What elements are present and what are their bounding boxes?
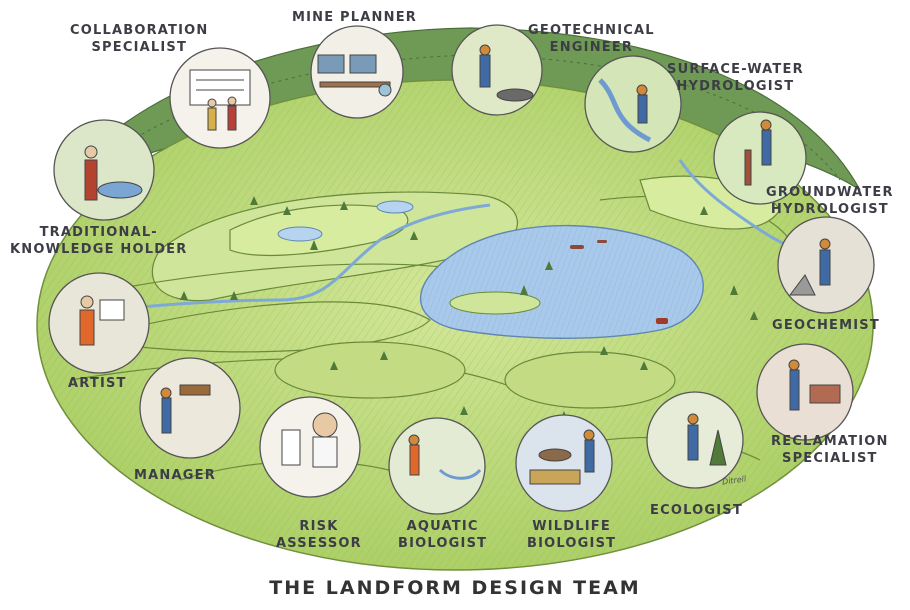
vignette-reclamation-specialist xyxy=(756,343,854,441)
vignette-surface-water-hydrologist xyxy=(584,55,682,153)
label-traditional-knowledge-holder: TRADITIONAL- KNOWLEDGE HOLDER xyxy=(10,225,188,257)
label-risk-assessor: RISK ASSESSOR xyxy=(276,519,362,551)
vignette-artist xyxy=(48,272,150,374)
label-groundwater-hydrologist: GROUNDWATER HYDROLOGIST xyxy=(766,185,894,217)
vignette-manager xyxy=(139,357,241,459)
vignette-groundwater-hydrologist xyxy=(713,111,807,205)
label-manager: MANAGER xyxy=(134,468,216,483)
label-collaboration-specialist: COLLABORATION SPECIALIST xyxy=(70,23,209,55)
vignette-aquatic-biologist xyxy=(388,417,486,515)
label-wildlife-biologist: WILDLIFE BIOLOGIST xyxy=(527,519,617,551)
boats xyxy=(570,240,668,324)
vignette-traditional-knowledge-holder xyxy=(53,119,155,221)
label-aquatic-biologist: AQUATIC BIOLOGIST xyxy=(398,519,488,551)
label-geotechnical-engineer: GEOTECHNICAL ENGINEER xyxy=(528,23,655,55)
vignette-wildlife-biologist xyxy=(515,414,613,512)
label-geochemist: GEOCHEMIST xyxy=(772,318,880,333)
vignette-risk-assessor xyxy=(259,396,361,498)
page-title: THE LANDFORM DESIGN TEAM xyxy=(269,577,641,599)
label-artist: ARTIST xyxy=(68,376,127,391)
ponds xyxy=(277,200,414,242)
label-mine-planner: MINE PLANNER xyxy=(292,10,417,25)
vignette-figures xyxy=(79,44,841,485)
lake-island xyxy=(449,291,541,315)
label-ecologist: ECOLOGIST xyxy=(650,503,743,518)
label-reclamation-specialist: RECLAMATION SPECIALIST xyxy=(771,434,889,466)
terrace-contours xyxy=(59,175,791,481)
label-surface-water-hydrologist: SURFACE-WATER HYDROLOGIST xyxy=(667,62,804,94)
